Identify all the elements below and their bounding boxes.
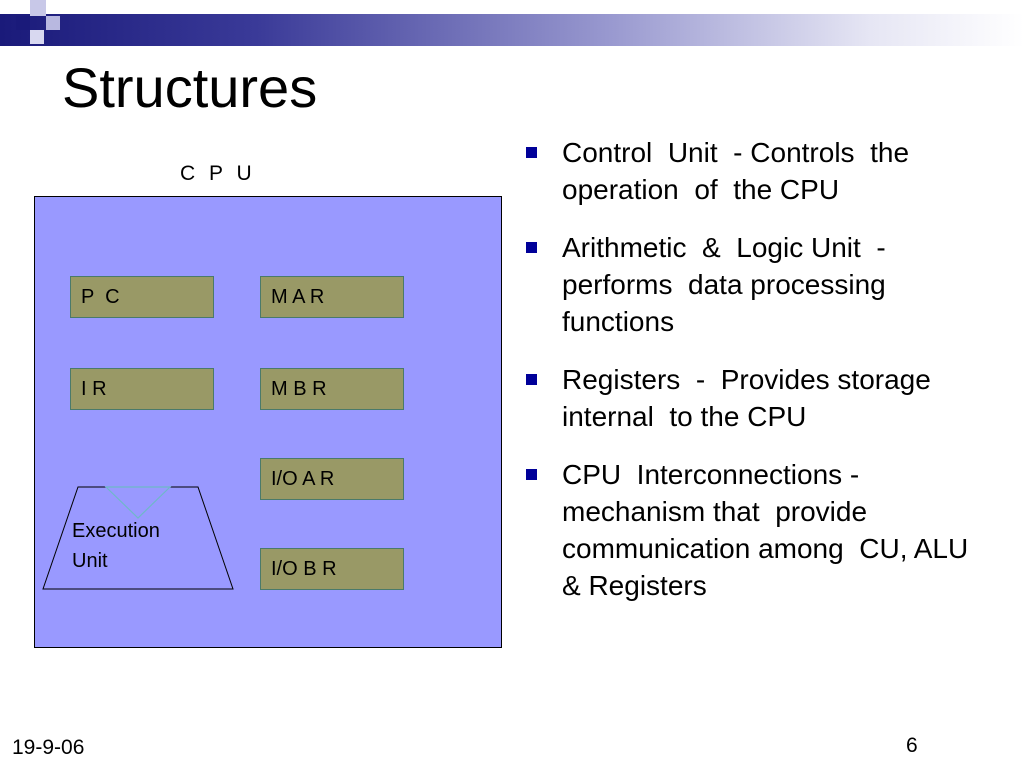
execution-unit-label-line2: Unit <box>72 550 108 572</box>
bullet-item: CPU Interconnections - mechanism that pr… <box>524 456 994 604</box>
execution-unit-label-line1: Execution <box>72 520 160 542</box>
bullet-item: Arithmetic & Logic Unit - performs data … <box>524 229 994 340</box>
register-iobr: I/O B R <box>260 548 404 590</box>
bullet-item: Registers - Provides storage internal to… <box>524 361 994 435</box>
page-number: 6 <box>906 734 918 757</box>
bullet-square-icon <box>526 242 537 253</box>
slide-title: Structures <box>62 56 318 119</box>
header-gradient-bar <box>0 14 1024 46</box>
register-pc: P C <box>70 276 214 318</box>
cpu-label: C P U <box>180 162 254 185</box>
header-square-light <box>46 16 60 30</box>
bullet-text: Registers - Provides storage internal to… <box>562 364 939 432</box>
register-ir: I R <box>70 368 214 410</box>
register-mbr: M B R <box>260 368 404 410</box>
execution-unit-label: Execution Unit <box>72 516 160 576</box>
bullet-square-icon <box>526 374 537 385</box>
footer-date: 19-9-06 <box>12 736 85 759</box>
bullet-list: Control Unit - Controls the operation of… <box>524 134 994 625</box>
execution-unit-shape <box>42 486 234 590</box>
header-square-dark <box>16 16 30 30</box>
header-square-light <box>30 30 44 44</box>
execution-unit-notch <box>104 486 172 519</box>
bullet-text: Arithmetic & Logic Unit - performs data … <box>562 232 894 337</box>
bullet-text: CPU Interconnections - mechanism that pr… <box>562 459 984 601</box>
register-mar: M A R <box>260 276 404 318</box>
bullet-item: Control Unit - Controls the operation of… <box>524 134 994 208</box>
header-square-light <box>30 0 46 16</box>
register-ioar: I/O A R <box>260 458 404 500</box>
bullet-text: Control Unit - Controls the operation of… <box>562 137 917 205</box>
bullet-square-icon <box>526 469 537 480</box>
bullet-square-icon <box>526 147 537 158</box>
